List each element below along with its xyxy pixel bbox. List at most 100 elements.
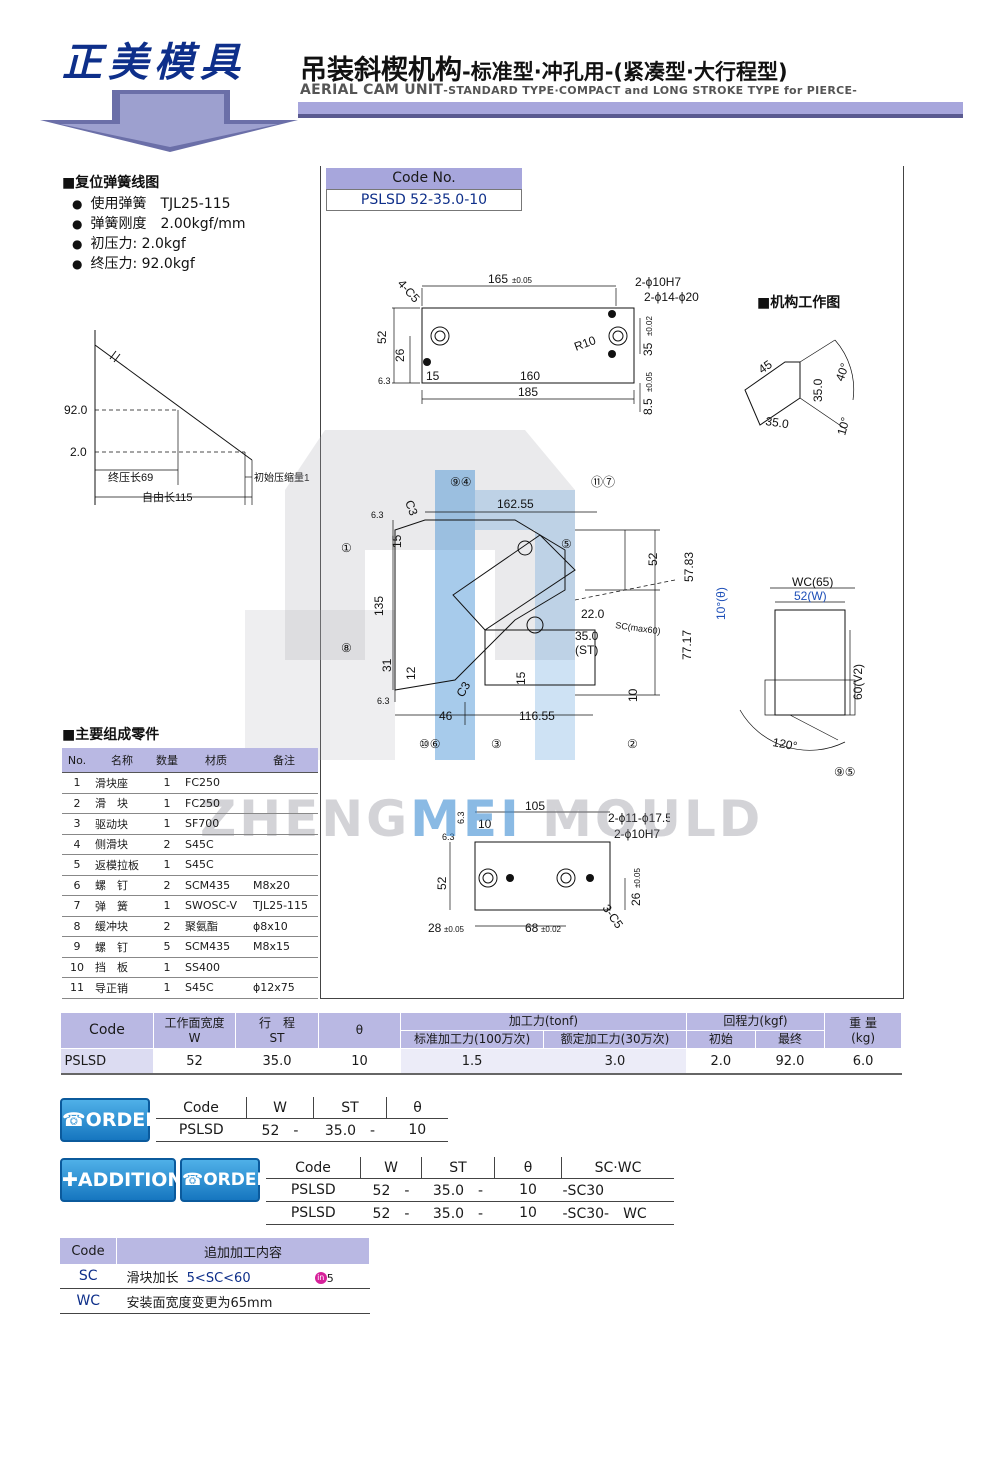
svg-text:6.3: 6.3 bbox=[377, 696, 390, 706]
svg-text:6.3: 6.3 bbox=[378, 376, 391, 386]
svg-text:±0.05: ±0.05 bbox=[444, 925, 465, 934]
page-subtitle: AERIAL CAM UNIT-STANDARD TYPE·COMPACT an… bbox=[300, 82, 858, 98]
svg-text:52: 52 bbox=[375, 330, 389, 344]
table-row: PSLSD 52 - 35.0 - 10 -SC30- WC bbox=[266, 1201, 674, 1225]
spec-header-rated: 额定加工力(30万次) bbox=[543, 1030, 687, 1049]
svg-text:C3: C3 bbox=[453, 679, 473, 700]
phone-icon: ☎ bbox=[62, 1109, 86, 1131]
svg-text:45: 45 bbox=[756, 357, 775, 376]
svg-text:35.0: 35.0 bbox=[811, 378, 825, 402]
order-table: Code W ST θ PSLSD 52 - 35.0 - 10 bbox=[156, 1097, 448, 1142]
svg-text:15: 15 bbox=[514, 671, 528, 685]
spec-header-std: 标准加工力(100万次) bbox=[400, 1030, 545, 1049]
svg-text:35: 35 bbox=[641, 342, 655, 356]
svg-text:185: 185 bbox=[518, 385, 538, 399]
svg-text:35.0: 35.0 bbox=[575, 629, 599, 643]
svg-text:2-ϕ14-ϕ20: 2-ϕ14-ϕ20 bbox=[644, 290, 699, 304]
page-title: 吊装斜楔机构-标准型·冲孔用-(紧凑型·大行程型) bbox=[300, 55, 788, 86]
svg-text:52: 52 bbox=[435, 876, 449, 890]
table-row: WC 安装面宽度变更为65mm bbox=[60, 1288, 370, 1314]
svg-text:4-C5: 4-C5 bbox=[395, 277, 423, 306]
svg-text:22.0: 22.0 bbox=[581, 607, 605, 621]
table-row: PSLSD 52 - 35.0 - 10 bbox=[156, 1118, 448, 1142]
svg-text:±0.02: ±0.02 bbox=[541, 925, 562, 934]
parts-header: No. bbox=[62, 748, 92, 773]
spring-item: 弹簧刚度 2.00kgf/mm bbox=[72, 213, 245, 233]
svg-text:⑪⑦: ⑪⑦ bbox=[591, 475, 615, 489]
svg-text:10: 10 bbox=[478, 817, 492, 831]
svg-text:26: 26 bbox=[629, 892, 643, 906]
code-box-header: Code No. bbox=[326, 168, 522, 189]
phone-icon: ☎ bbox=[182, 1170, 204, 1190]
svg-text:15: 15 bbox=[390, 534, 404, 548]
spring-chart-y-label: 92.0 bbox=[64, 403, 88, 417]
svg-text:②: ② bbox=[627, 737, 638, 751]
svg-text:52(W): 52(W) bbox=[794, 589, 827, 603]
bottom-view-drawing: 105 10 2-ϕ11-ϕ17.5 2-ϕ10H7 52 26 ±0.05 3… bbox=[428, 800, 670, 935]
svg-text:46: 46 bbox=[439, 709, 453, 723]
svg-text:C3: C3 bbox=[402, 498, 421, 518]
order-badge: ☎ORDER bbox=[60, 1098, 160, 1142]
svg-text:±0.05: ±0.05 bbox=[633, 867, 642, 888]
angle-drawing: 45 35.0 40° 35.0 10° bbox=[744, 339, 855, 437]
header-bar-shadow bbox=[298, 114, 963, 118]
svg-text:12: 12 bbox=[404, 666, 418, 680]
spring-item: 使用弹簧 TJL25-115 bbox=[72, 193, 230, 213]
parts-header: 名称 bbox=[92, 748, 152, 773]
spring-chart-y-label: 2.0 bbox=[70, 445, 87, 459]
spec-header-init: 初始 bbox=[685, 1030, 756, 1049]
addition-order-table: Code W ST θ SC·WC PSLSD 52 - 35.0 - 10 -… bbox=[266, 1157, 674, 1225]
spring-chart-label: 自由长115 bbox=[142, 490, 193, 504]
svg-text:40°: 40° bbox=[833, 361, 852, 383]
svg-text:35.0: 35.0 bbox=[765, 414, 790, 431]
svg-text:①: ① bbox=[341, 541, 352, 555]
svg-text:3-C5: 3-C5 bbox=[600, 902, 627, 932]
svg-text:6.3: 6.3 bbox=[456, 811, 466, 824]
svg-text:116.55: 116.55 bbox=[519, 709, 555, 723]
spec-header-weight: 重 量(kg) bbox=[824, 1012, 902, 1049]
svg-text:77.17: 77.17 bbox=[680, 630, 694, 660]
code-box-value: PSLSD 52-35.0-10 bbox=[326, 189, 522, 211]
svg-text:8.5: 8.5 bbox=[641, 398, 655, 415]
spring-chart: 92.0 2.0 终压长69 自由长115 初始压缩量1 bbox=[64, 330, 310, 505]
svg-text:6.3: 6.3 bbox=[371, 510, 384, 520]
svg-text:162.55: 162.55 bbox=[497, 497, 534, 511]
svg-text:165: 165 bbox=[488, 272, 508, 286]
plus-icon: ✚ bbox=[62, 1169, 78, 1191]
parts-header: 数量 bbox=[152, 748, 182, 773]
svg-text:⑤: ⑤ bbox=[561, 537, 572, 551]
svg-text:28: 28 bbox=[428, 921, 442, 935]
table-row: PSLSD 52 - 35.0 - 10 -SC30 bbox=[266, 1178, 674, 1202]
parts-header-row: No. 名称 数量 材质 备注 bbox=[62, 748, 318, 773]
svg-text:SC(max60): SC(max60) bbox=[615, 620, 661, 636]
svg-text:WC(65): WC(65) bbox=[792, 575, 833, 589]
svg-text:⑩⑥: ⑩⑥ bbox=[419, 737, 441, 751]
top-view-drawing: 165 ±0.05 2-ϕ10H7 2-ϕ14-ϕ20 4-C5 52 26 R… bbox=[375, 272, 699, 415]
svg-text:105: 105 bbox=[525, 800, 545, 813]
table-row: PSLSD 52 35.0 10 1.5 3.0 2.0 92.0 6.0 bbox=[60, 1048, 902, 1075]
svg-text:15: 15 bbox=[426, 369, 440, 383]
parts-header: 备注 bbox=[250, 748, 318, 773]
spec-header-return: 回程力(kgf) bbox=[685, 1012, 826, 1031]
drawing-frame bbox=[320, 166, 904, 999]
spring-chart-label: 终压长69 bbox=[108, 470, 153, 484]
svg-text:⑨④: ⑨④ bbox=[450, 475, 472, 489]
svg-text:120°: 120° bbox=[771, 735, 798, 753]
svg-text:6.3: 6.3 bbox=[442, 832, 455, 842]
info-icon: in bbox=[314, 1272, 327, 1284]
parts-title: ■主要组成零件 bbox=[62, 727, 160, 743]
spring-item: 终压力: 92.0kgf bbox=[72, 253, 194, 273]
svg-text:R10: R10 bbox=[572, 333, 598, 354]
